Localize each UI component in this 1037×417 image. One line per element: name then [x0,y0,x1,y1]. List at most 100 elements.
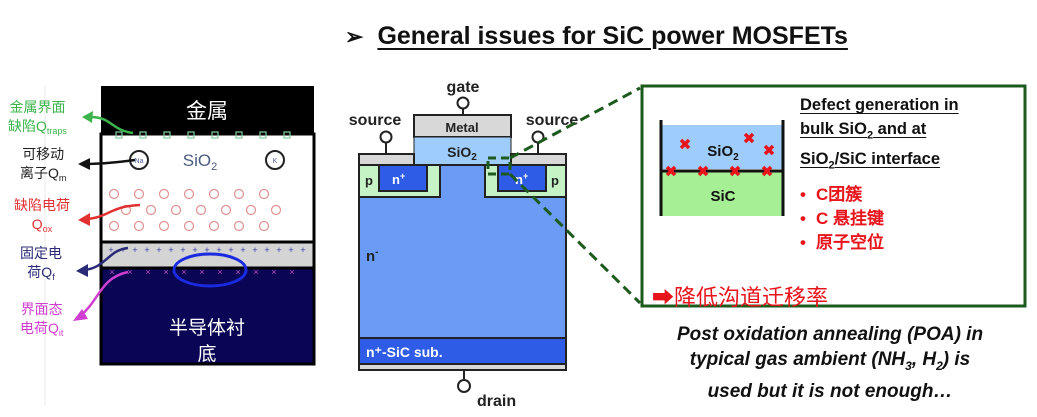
interface-state-mark: × [235,267,240,277]
defect-list-item: 原子空位 [800,231,884,255]
trap-mark [235,131,243,139]
ion-k-label: K [273,158,278,165]
oxide-label: SiO2 [183,151,217,173]
source-left-metal [358,153,415,166]
fixed-charge-mark: + [144,245,149,255]
oxide-charge-mark [108,188,120,200]
oxide-charge-mark [270,204,282,216]
arrow-interface-state-head [73,309,88,321]
fixed-charge-mark: + [132,245,137,255]
interface-state-mark: × [127,267,132,277]
sio2-sic-interface-diagram: SiO2 SiC [659,120,785,216]
defect-heading: Defect generation in bulk SiO2 and at Si… [800,96,959,172]
trap-mark [259,131,267,139]
interface-state-mark: × [271,267,276,277]
fixed-charge-mark: + [168,245,173,255]
fixed-charge-mark: + [240,245,245,255]
nplus-left [378,164,428,192]
mobility-reduction-text: 降低沟道迁移率 [674,285,829,310]
ion-na-label: Na [135,158,144,165]
interface-state-mark: × [109,267,114,277]
detail-sic [661,172,783,216]
fixed-charge-mark: + [216,245,221,255]
source-right-terminal-icon[interactable] [531,130,545,144]
mos-charge-diagram: +++++++++++++++++ ××××××××××× Na K 金属 Si… [44,85,316,405]
fixed-charge-mark: + [204,245,209,255]
source-left-terminal-icon[interactable] [379,130,393,144]
arrow-fixed-head [76,264,88,277]
drain-label: drain [477,393,516,410]
label-oxide-trapped-charge: 缺陷电荷 Qox [14,197,70,234]
oxide-charge-mark [195,204,207,216]
interface-state-mark: × [145,267,150,277]
fixed-charge-mark: + [288,245,293,255]
interface-state-mark: × [199,267,204,277]
detail-sic-label: SiC [710,188,735,205]
arrow-oxide-charge-head [78,213,90,226]
mobility-reduction-note: ➡降低沟道迁移率 [652,280,828,312]
interface-state-mark: × [217,267,222,277]
fixed-charge-mark: + [108,245,113,255]
oxide-charge-mark [245,204,257,216]
gate-label: gate [447,79,480,96]
oxide-charge-mark [133,188,145,200]
trap-mark [211,131,219,139]
arrow-mobile-head [78,158,90,170]
fixed-charge-mark: + [276,245,281,255]
oxide-charge-mark [258,188,270,200]
substrate-layer [99,266,316,366]
defect-marks [665,132,775,177]
p-right-label: p [551,173,559,188]
gate-oxide-label: SiO2 [447,144,477,163]
oxide-charge-mark [233,188,245,200]
detail-oxide-label: SiO2 [707,143,739,163]
label-mobile-ions: 可移动 离子Qm [20,146,67,183]
arrow-traps [87,115,134,135]
oxide-charge-mark [183,188,195,200]
trap-mark [115,131,123,139]
oxide-charge-mark [233,220,245,232]
defect-list-item: C 悬挂键 [800,207,884,231]
arrow-interface-state [79,270,129,317]
oxide-charge-mark [208,220,220,232]
source-right-label: source [526,112,579,129]
interface-state-mark: × [163,267,168,277]
gate-terminal-icon[interactable] [456,96,470,110]
arrow-oxide-charge [85,203,141,221]
trap-mark [163,131,171,139]
source-left-label: source [349,112,402,129]
poa-note: Post oxidation annealing (POA) in typica… [676,324,984,402]
p-left-label: p [365,173,373,188]
oxide-charge-mark [108,220,120,232]
defect-list-item: C团簇 [800,183,884,207]
oxide-charge-mark [220,204,232,216]
interface-state-mark: × [181,267,186,277]
metal-interface-traps [115,131,291,139]
interface-highlight-ellipse [172,252,248,288]
interface-state-mark: × [253,267,258,277]
nplus-left-label: n+ [392,171,405,187]
fixed-charge-mark: + [252,245,257,255]
title-text: General issues for SiC power MOSFETs [377,22,848,50]
right-arrow-icon: ➡ [652,285,675,310]
mobile-ion-k [265,150,285,170]
trap-mark [187,131,195,139]
interface-state-mark: × [289,267,294,277]
label-fixed-charge: 固定电 荷Qf [20,245,62,282]
substrate-label-line1: 半导体衬 [169,317,245,339]
oxide-charge-mark [258,220,270,232]
fixed-charge-mark: + [300,245,305,255]
mosfet-cross-section: gate source source Metal SiO2 p p n+ n+ … [349,79,579,410]
oxide-charge-mark [158,220,170,232]
fixed-charge-mark: + [264,245,269,255]
label-interface-state-charge: 界面态 电荷Qit [20,301,64,338]
drain-terminal-icon[interactable] [457,379,471,393]
oxide-charge-mark [133,220,145,232]
substrate-label: n⁺-SiC sub. [366,344,443,360]
arrow-fixed [83,246,129,272]
oxide-charge-mark [145,204,157,216]
metal-label: 金属 [186,100,228,123]
fixed-charge-mark: + [156,245,161,255]
metal-layer [101,86,314,134]
defect-list: C团簇 C 悬挂键 原子空位 [800,183,884,255]
